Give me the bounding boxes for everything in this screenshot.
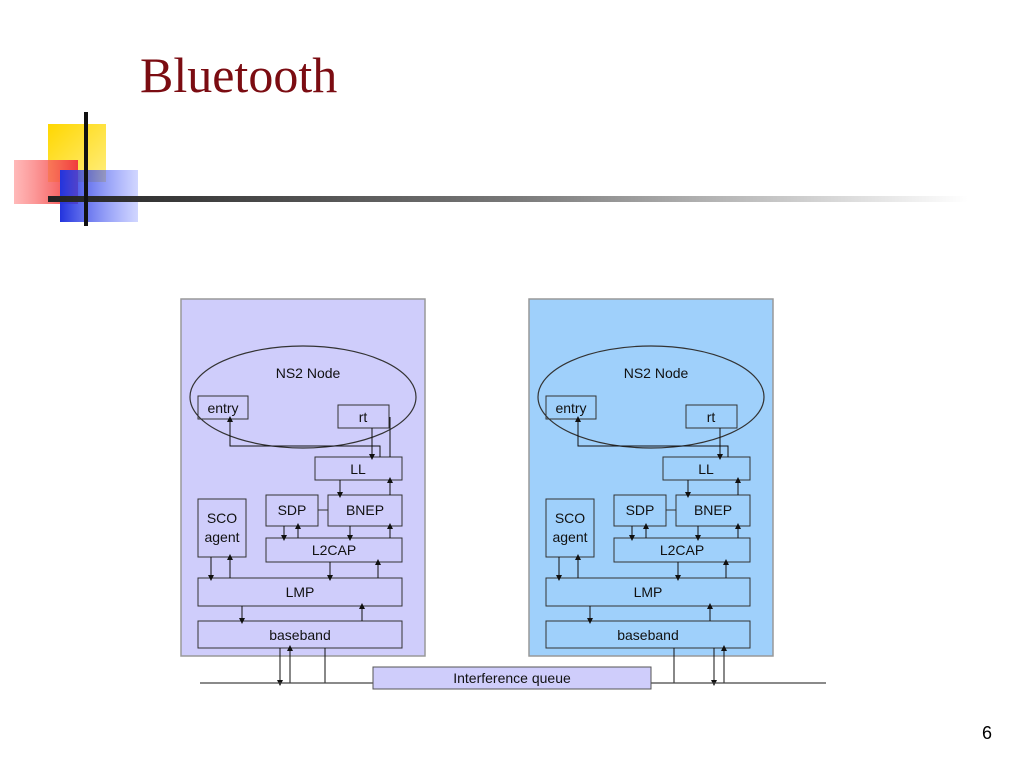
- vertical-rule: [84, 112, 88, 226]
- baseband-box: [545, 620, 751, 649]
- left-node-arrows: [208, 416, 393, 686]
- left-node: NS2 Node entry rt LL SDP BNEP SCO agent …: [180, 298, 426, 686]
- rt-label: rt: [359, 409, 368, 425]
- entry-box: [197, 395, 249, 420]
- ns2-node-ellipse: [189, 345, 417, 449]
- interference-queue-box: [372, 666, 652, 690]
- sco-label: SCO: [555, 510, 585, 526]
- right-node-background: [528, 298, 774, 657]
- baseband-label: baseband: [269, 627, 331, 643]
- sco-agent-box: [197, 498, 247, 558]
- ll-box: [662, 456, 751, 481]
- title-underline-rule: [48, 196, 968, 202]
- ll-box: [314, 456, 403, 481]
- sco-label: SCO: [207, 510, 237, 526]
- l2cap-box: [265, 537, 403, 563]
- sdp-label: SDP: [278, 502, 307, 518]
- lmp-box: [197, 577, 403, 607]
- lmp-label: LMP: [634, 584, 663, 600]
- ns2-node-ellipse: [537, 345, 765, 449]
- left-node-background: [180, 298, 426, 657]
- bnep-label: BNEP: [694, 502, 732, 518]
- interference-queue-label: Interference queue: [453, 670, 571, 686]
- ll-label: LL: [350, 461, 366, 477]
- l2cap-label: L2CAP: [312, 542, 356, 558]
- rt-box: [685, 404, 738, 429]
- sco-agent-box: [545, 498, 595, 558]
- entry-label: entry: [555, 400, 586, 416]
- l2cap-label: L2CAP: [660, 542, 704, 558]
- ll-label: LL: [698, 461, 714, 477]
- agent-label: agent: [204, 529, 239, 545]
- entry-box: [545, 395, 597, 420]
- agent-label: agent: [552, 529, 587, 545]
- rt-label: rt: [707, 409, 716, 425]
- ns2-node-label: NS2 Node: [624, 365, 689, 381]
- slide-title: Bluetooth: [140, 47, 338, 103]
- baseband-box: [197, 620, 403, 649]
- entry-label: entry: [207, 400, 238, 416]
- baseband-label: baseband: [617, 627, 679, 643]
- ns2-node-label: NS2 Node: [276, 365, 341, 381]
- right-node: NS2 Node entry rt LL SDP BNEP SCO agent …: [528, 298, 774, 686]
- lmp-label: LMP: [286, 584, 315, 600]
- rt-box: [337, 404, 390, 429]
- lmp-box: [545, 577, 751, 607]
- bnep-label: BNEP: [346, 502, 384, 518]
- page-number: 6: [981, 723, 992, 743]
- l2cap-box: [613, 537, 751, 563]
- sdp-label: SDP: [626, 502, 655, 518]
- decorative-corner-graphic: [14, 112, 968, 226]
- right-node-arrows: [556, 416, 741, 686]
